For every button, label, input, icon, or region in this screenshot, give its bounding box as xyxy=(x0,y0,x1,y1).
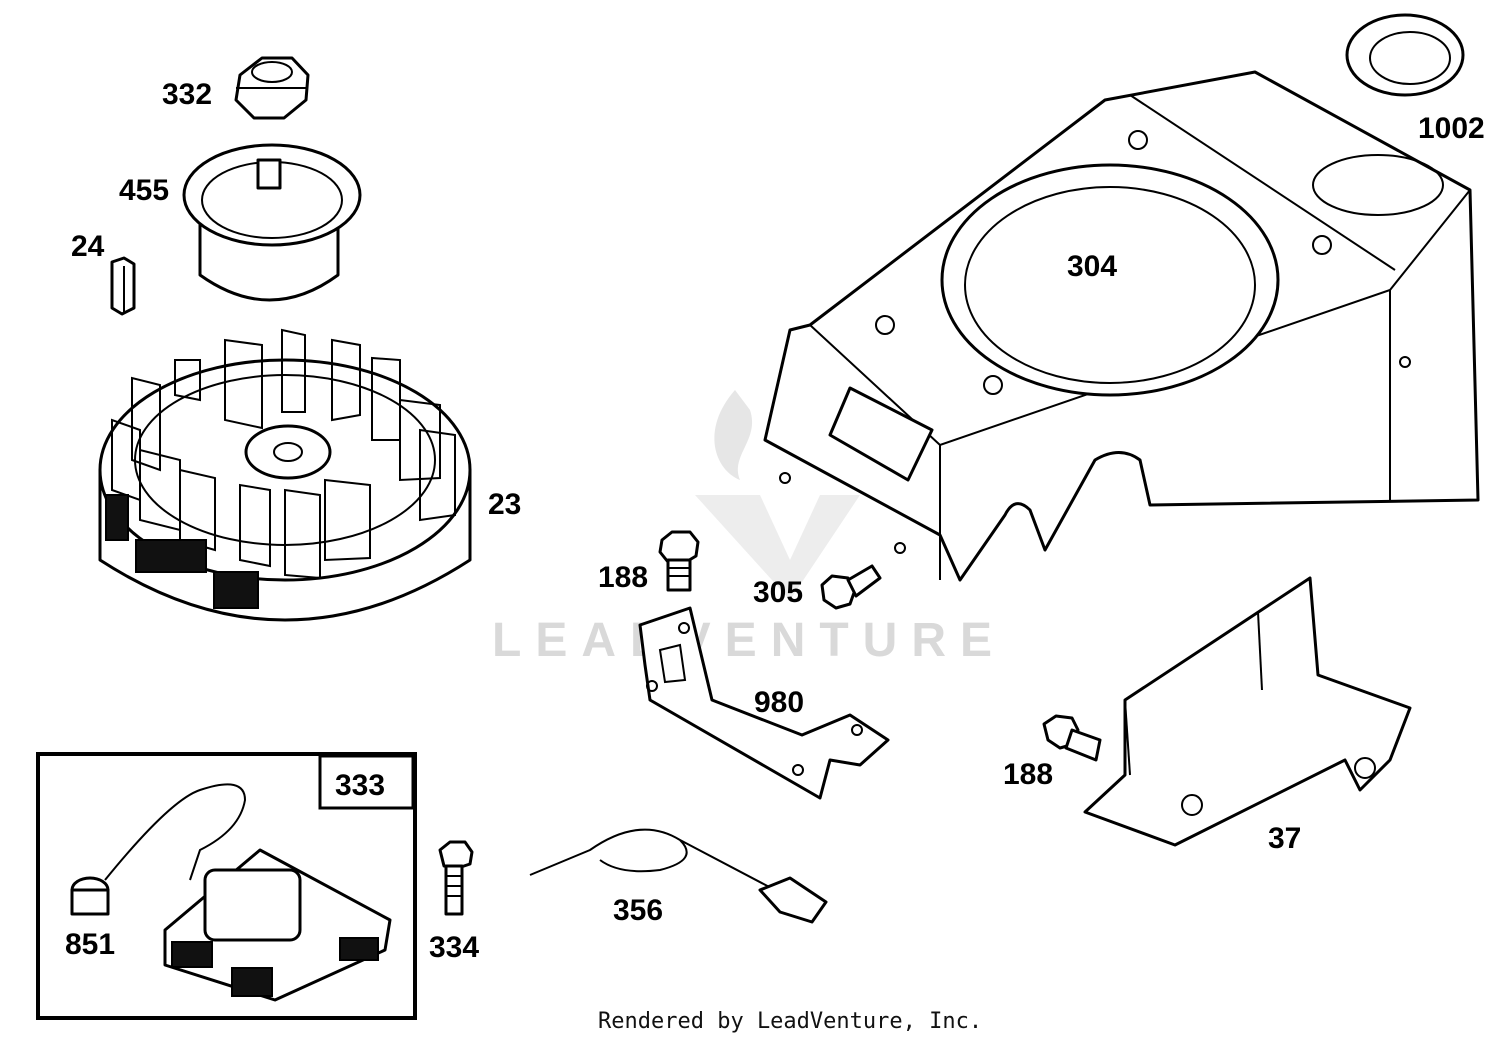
label-37: 37 xyxy=(1268,822,1301,855)
part-ground-wire xyxy=(529,828,828,924)
part-starter-cup xyxy=(182,143,362,302)
footer-credit: Rendered by LeadVenture, Inc. xyxy=(598,1009,982,1034)
part-screw-upper xyxy=(658,530,700,592)
part-cover xyxy=(1083,576,1412,847)
label-356: 356 xyxy=(613,894,663,927)
inset-box-ignition xyxy=(36,752,417,1020)
part-blower-housing xyxy=(763,70,1480,582)
part-screw-lower xyxy=(1042,714,1102,762)
label-304: 304 xyxy=(1067,250,1117,283)
watermark-v-icon xyxy=(695,495,860,600)
watermark-flame-icon xyxy=(714,390,753,480)
label-334: 334 xyxy=(429,931,479,964)
part-flywheel-key xyxy=(110,256,136,316)
watermark: LEADVENTURE xyxy=(492,390,1006,667)
watermark-text: LEADVENTURE xyxy=(492,614,1006,667)
label-332: 332 xyxy=(162,78,212,111)
part-bolt xyxy=(820,564,882,610)
label-188-upper: 188 xyxy=(598,561,648,594)
label-455: 455 xyxy=(119,174,169,207)
label-1002: 1002 xyxy=(1418,112,1485,145)
part-flywheel xyxy=(98,328,472,622)
label-980: 980 xyxy=(754,686,804,719)
part-grommet xyxy=(1345,13,1465,97)
part-bracket xyxy=(638,606,890,800)
label-188-lower: 188 xyxy=(1003,758,1053,791)
part-hex-nut xyxy=(234,56,310,120)
label-851: 851 xyxy=(65,928,115,961)
callout-labels: 332 455 24 23 304 1002 188 305 980 188 3… xyxy=(65,78,1485,964)
label-333: 333 xyxy=(335,769,385,802)
label-305: 305 xyxy=(753,576,803,609)
label-23: 23 xyxy=(488,488,521,521)
part-coil-screw xyxy=(438,840,474,916)
label-24: 24 xyxy=(71,230,105,263)
